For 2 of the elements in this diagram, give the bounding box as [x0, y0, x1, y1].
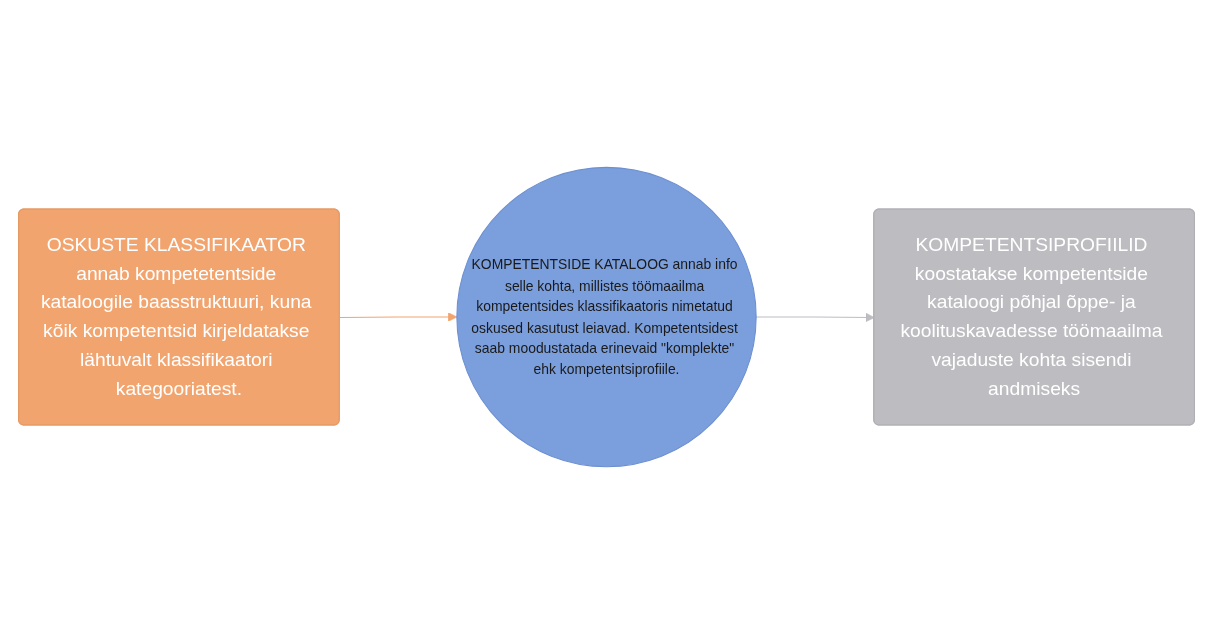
- node-circle: KOMPETENTSIDE KATALOOG annab info selle kohta, millistes töömaailma kompetentsides klassifikaatoris nimetatud oskused kasutust leiavad. Kompetentsidest saab moodustatada erinevaid "komplekte" ehk kompetentsiprofiile.: [456, 166, 757, 468]
- arrow: [339, 312, 458, 322]
